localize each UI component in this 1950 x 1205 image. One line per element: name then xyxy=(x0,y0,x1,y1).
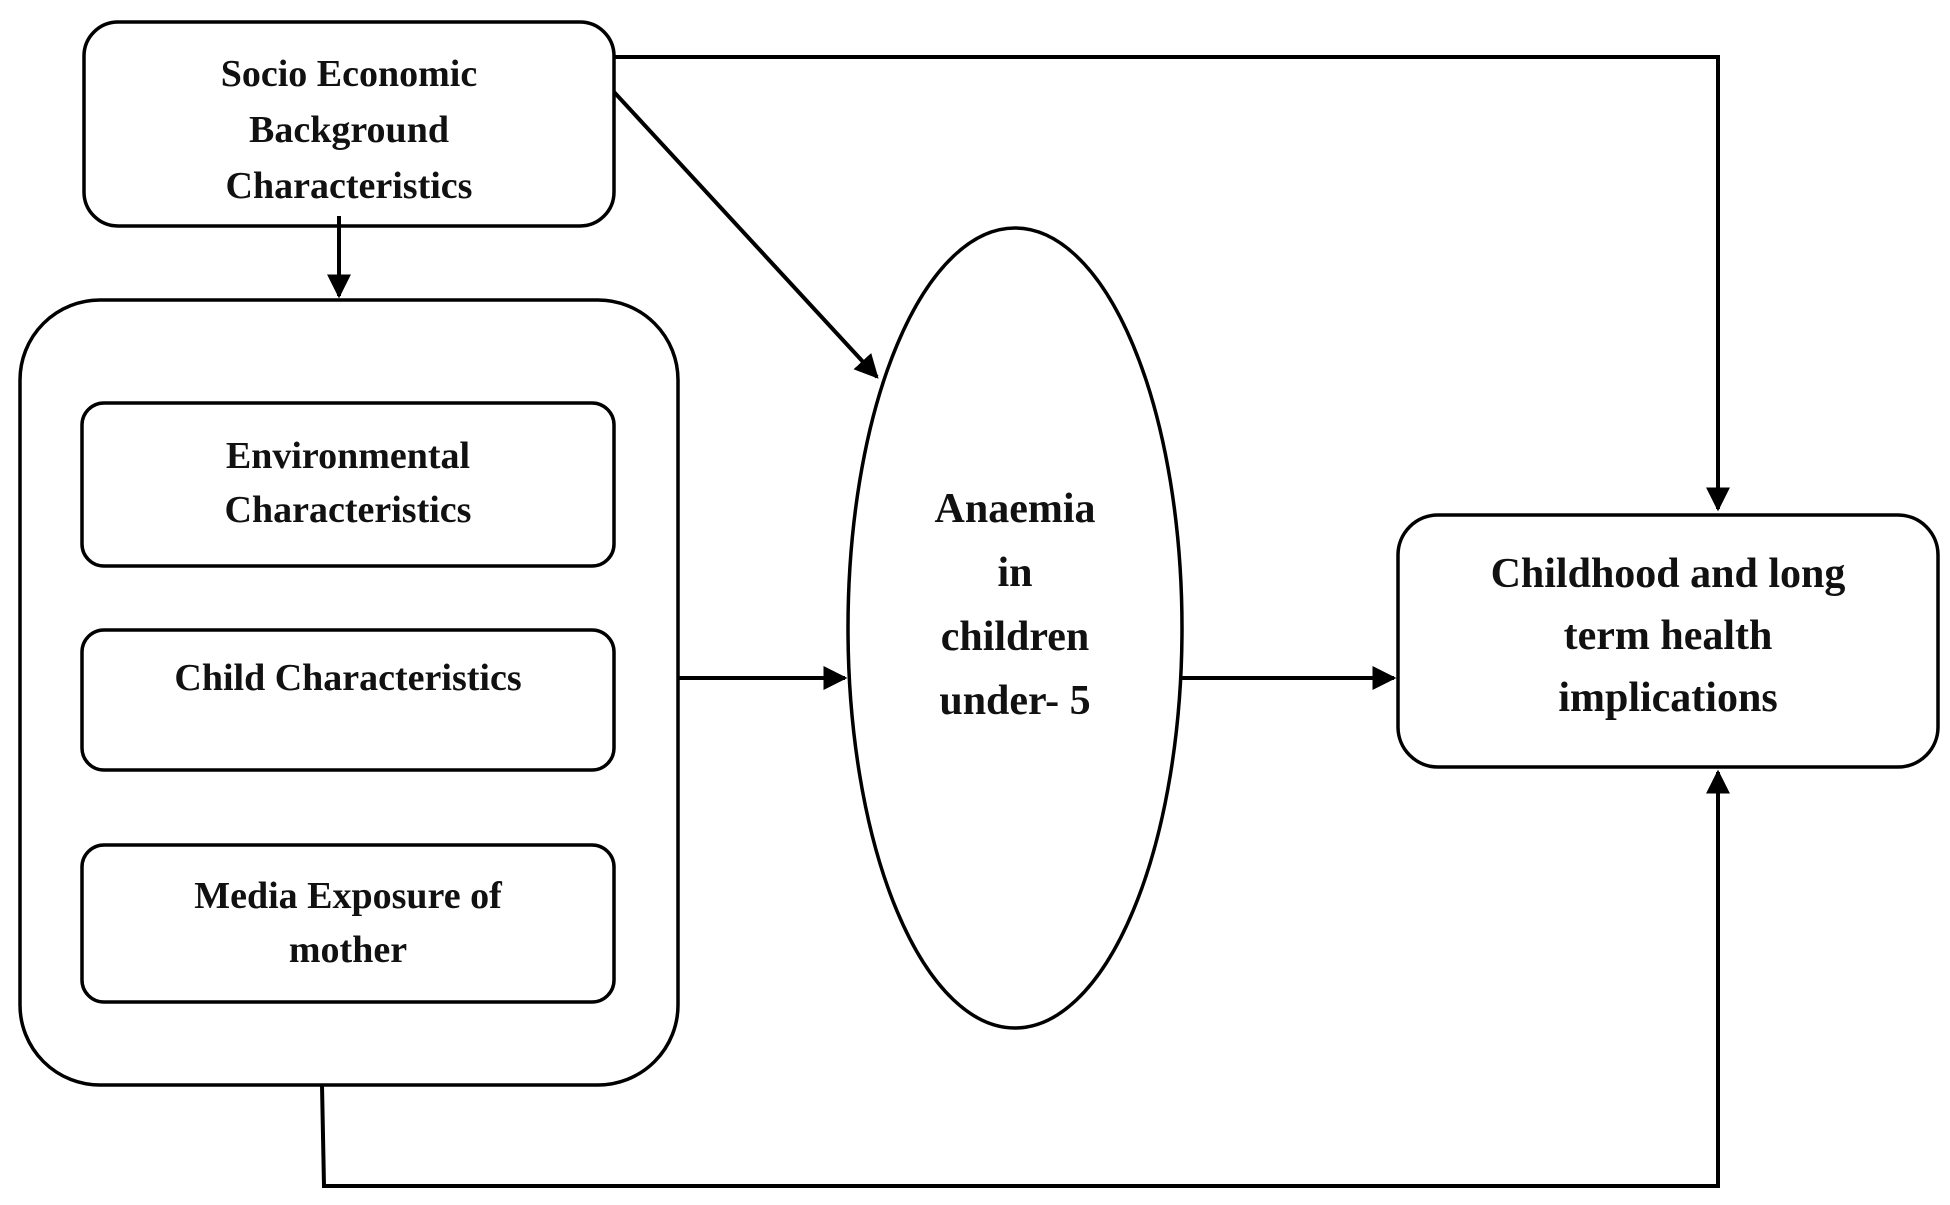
child-characteristics-label: Child Characteristics xyxy=(174,657,521,699)
label-line: Socio Economic xyxy=(221,53,477,95)
media-exposure-label: Media Exposure of mother xyxy=(194,875,503,971)
label-line: in xyxy=(997,550,1032,596)
health-implications-box xyxy=(1396,513,1940,769)
label-line: children xyxy=(941,614,1090,660)
anaemia-label: Anaemia in children under- 5 xyxy=(935,486,1096,724)
label-line: Characteristics xyxy=(225,489,472,531)
label-line: under- 5 xyxy=(939,678,1090,724)
edge-socio-to-anaemia xyxy=(612,90,879,379)
socio-economic-box xyxy=(82,20,616,228)
child-characteristics-box xyxy=(80,628,616,772)
label-line: Environmental xyxy=(226,435,470,477)
label-line: Background xyxy=(249,109,449,151)
environmental-box xyxy=(80,401,616,568)
label-line: Media Exposure of xyxy=(194,875,503,917)
health-implications-label: Childhood and long term health implication… xyxy=(1491,551,1846,721)
label-line: Child Characteristics xyxy=(174,657,521,699)
label-line: mother xyxy=(289,929,407,971)
edge-socio-to-implications xyxy=(614,55,1730,512)
anaemia-ellipse xyxy=(846,226,1184,1030)
label-line: Characteristics xyxy=(226,165,473,207)
label-line: term health xyxy=(1564,613,1773,659)
label-line: Anaemia xyxy=(935,486,1096,532)
media-exposure-box xyxy=(80,843,616,1004)
edge-factor-group-to-implications xyxy=(320,769,1730,1188)
label-line: implications xyxy=(1558,675,1777,721)
label-line: Childhood and long xyxy=(1491,551,1846,597)
